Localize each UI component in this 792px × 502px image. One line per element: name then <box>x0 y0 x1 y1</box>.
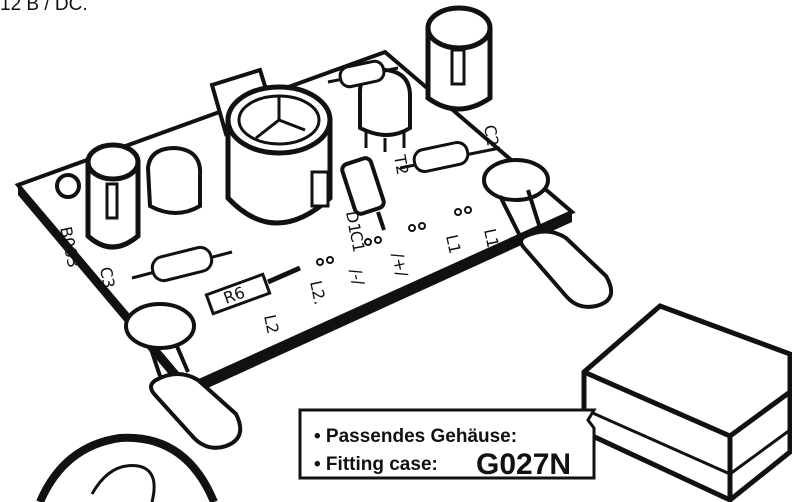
transistor-t2 <box>358 67 412 152</box>
diode-d1 <box>340 156 386 231</box>
capacitor-c1 <box>225 84 333 226</box>
l1-label: L1 <box>442 233 465 256</box>
plus-label: /+/ <box>388 251 412 279</box>
resistor-right <box>399 140 501 174</box>
capacitor-c2 <box>425 5 493 112</box>
t2-label: T2 <box>390 152 412 176</box>
l2-label: L2 <box>260 313 283 336</box>
board-id-marker: B003 <box>55 173 83 269</box>
r6-marker: R6 <box>204 265 302 316</box>
resistor-lower-left <box>131 245 233 283</box>
c3-label: C3 <box>96 265 118 289</box>
fitting-case-callout: • Passendes Gehäuse: • Fitting case: G02… <box>298 408 597 481</box>
resistor-top <box>327 59 399 89</box>
solder-pads <box>316 206 472 266</box>
d1-label: D1 <box>342 209 365 234</box>
c2-label: C2 <box>480 123 502 147</box>
led-right <box>482 158 614 309</box>
l2-dot-label: L2. <box>306 279 330 307</box>
capacitor-c3 <box>85 142 141 250</box>
transistor-left <box>145 145 203 215</box>
c1-label: C1 <box>346 229 368 253</box>
supply-voltage-text: 12 В / DC. <box>0 0 88 15</box>
callout-code: G027N <box>476 448 571 481</box>
callout-line-1: • Passendes Gehäuse: <box>314 426 517 447</box>
l1-dot-label: L1. <box>480 227 504 255</box>
minus-label: /-/ <box>346 267 368 288</box>
enclosure-box <box>581 303 792 502</box>
callout-line-2: • Fitting case: <box>314 454 438 475</box>
led-left <box>124 302 243 450</box>
bottom-left-badge <box>36 433 218 502</box>
